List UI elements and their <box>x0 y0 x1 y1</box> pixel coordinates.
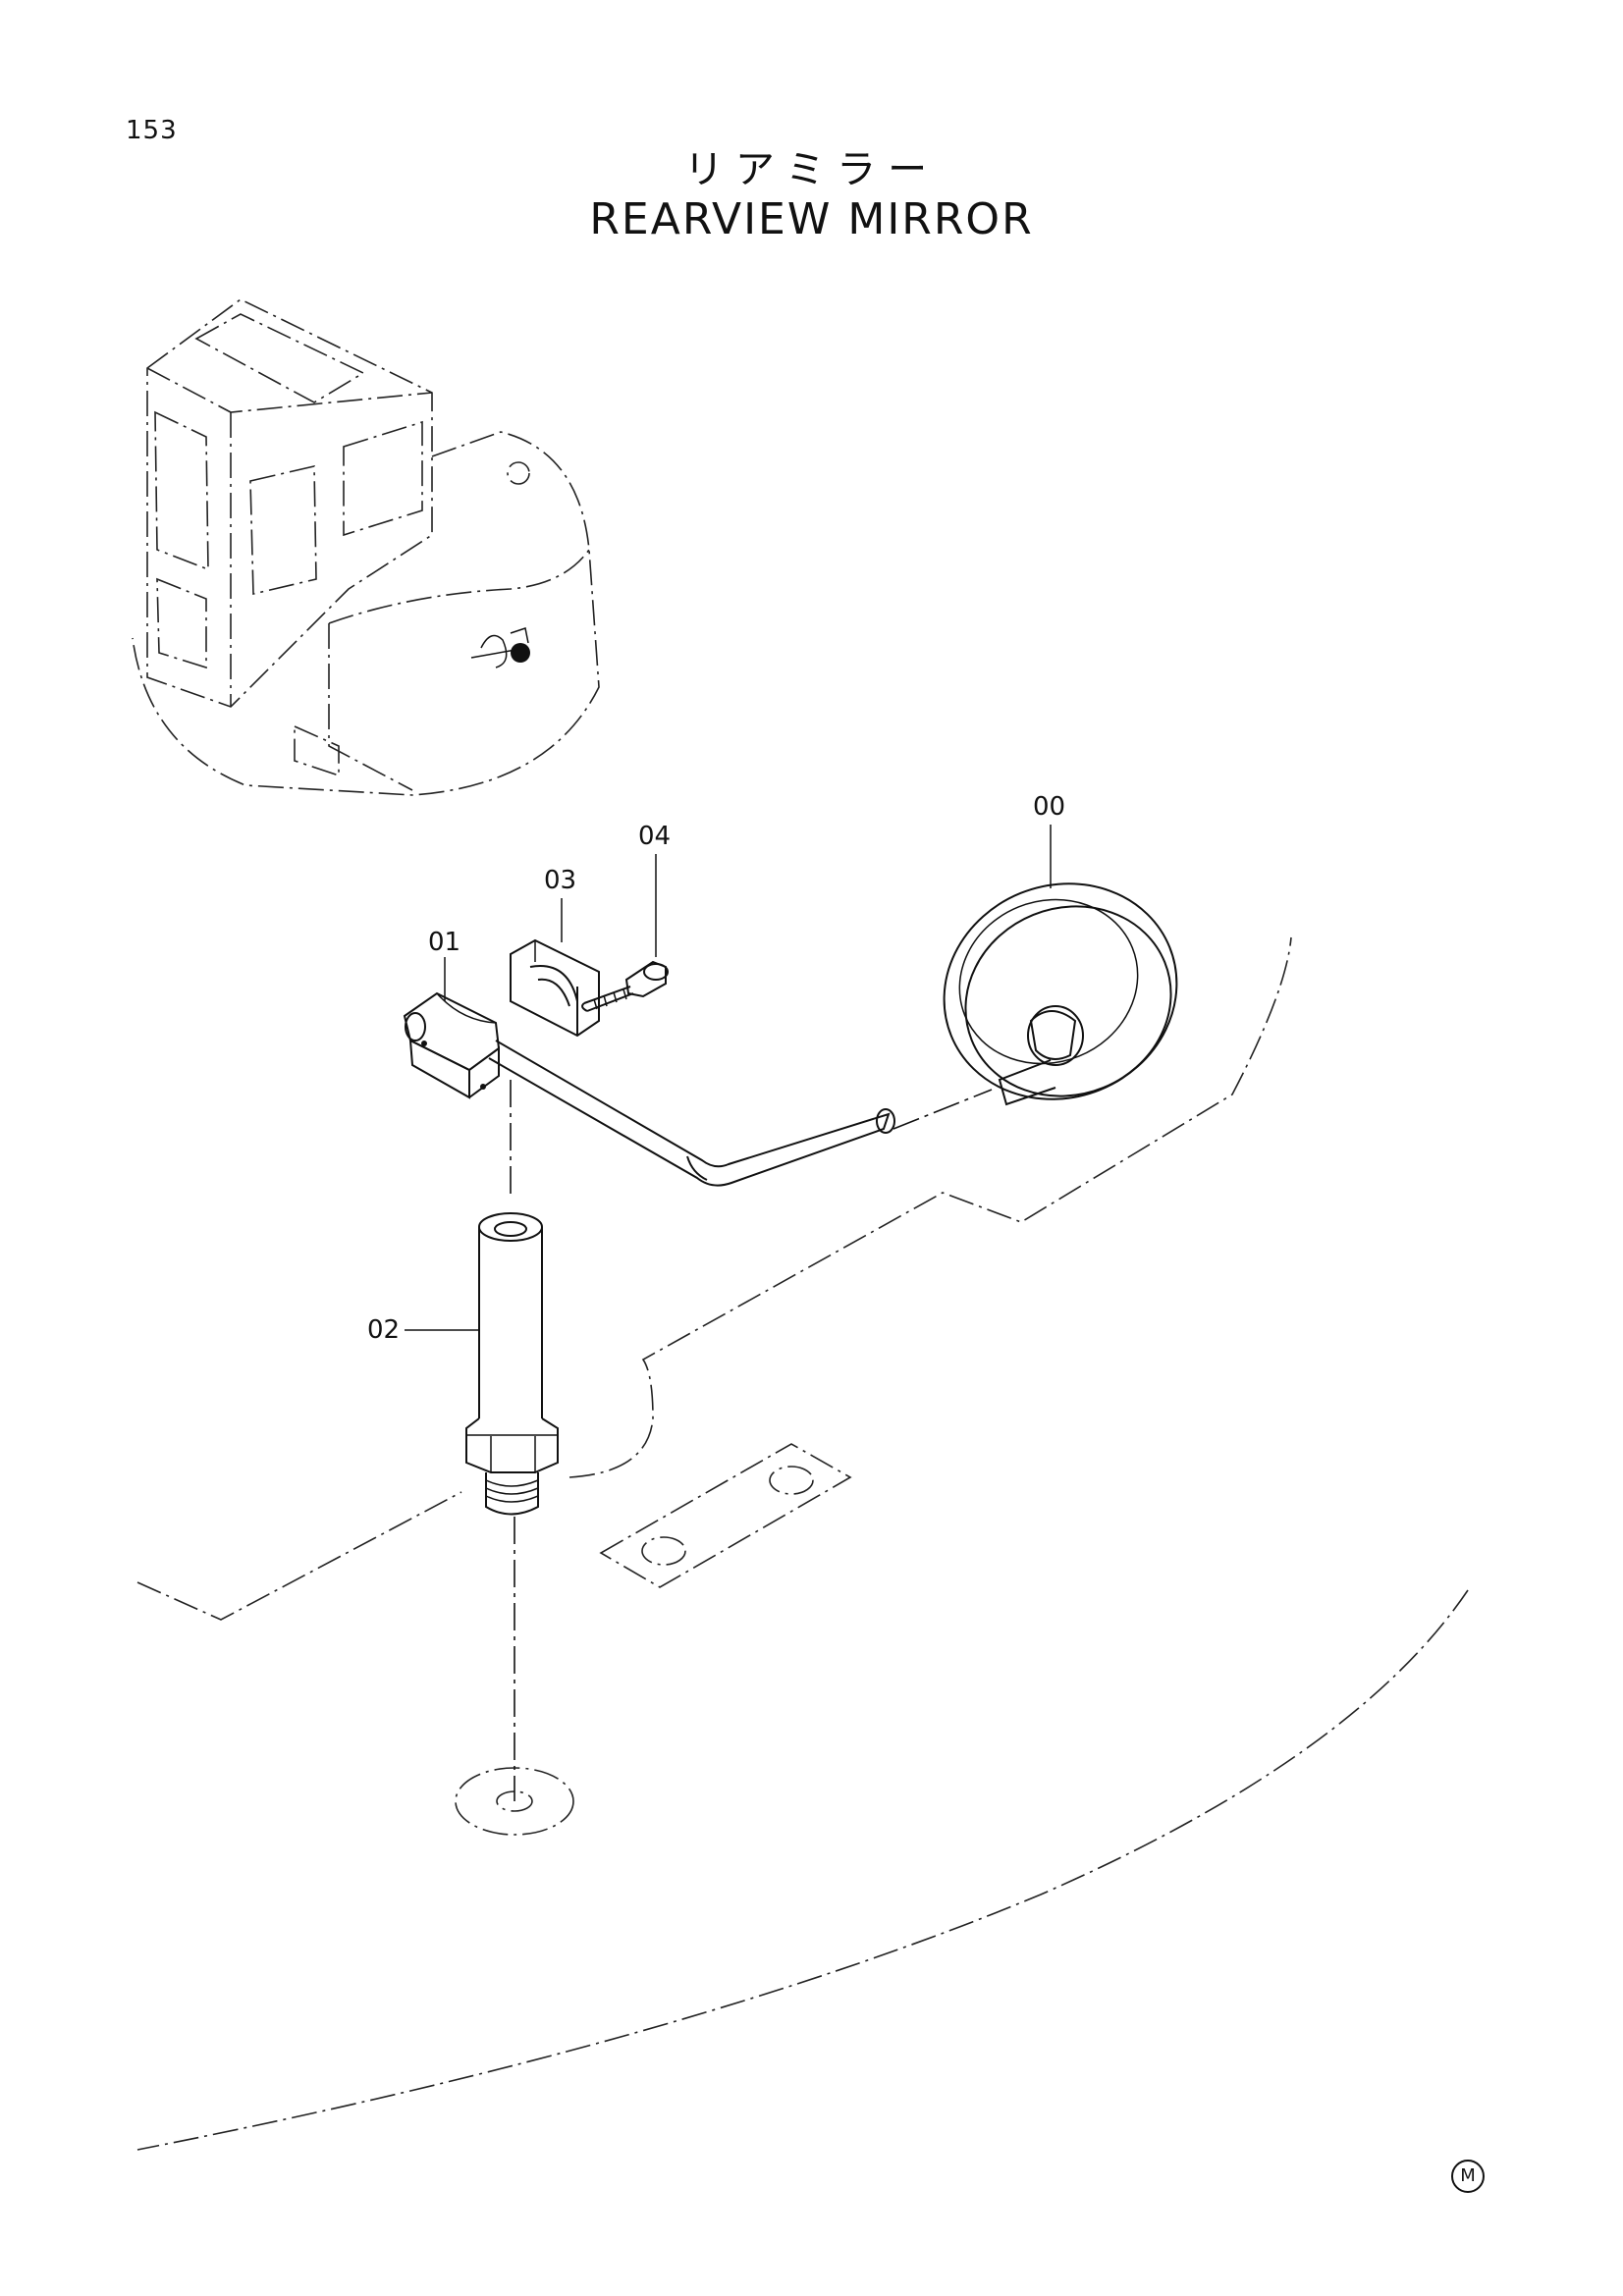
center-lines <box>510 1080 993 1801</box>
part-00-mirror <box>488 882 1178 1187</box>
page-number: 153 <box>126 116 178 145</box>
excavator-overview-illustration <box>132 298 600 796</box>
part-01-clamp-block <box>403 991 501 1099</box>
model-mark-badge: M <box>1451 2160 1485 2193</box>
machine-body-outline <box>136 936 1469 2151</box>
part-03-clamp-cap <box>510 938 600 1038</box>
part-02-stay <box>465 1212 559 1516</box>
callout-03: 03 <box>544 866 576 895</box>
callout-02: 02 <box>367 1315 400 1345</box>
title-english: REARVIEW MIRROR <box>589 194 1034 244</box>
part-04-bolt <box>581 960 669 1012</box>
callout-01: 01 <box>428 928 460 957</box>
callout-00: 00 <box>1033 792 1065 822</box>
callout-leaders <box>405 825 1052 1331</box>
callout-04: 04 <box>638 822 671 851</box>
title-japanese: リアミラー <box>683 147 940 192</box>
